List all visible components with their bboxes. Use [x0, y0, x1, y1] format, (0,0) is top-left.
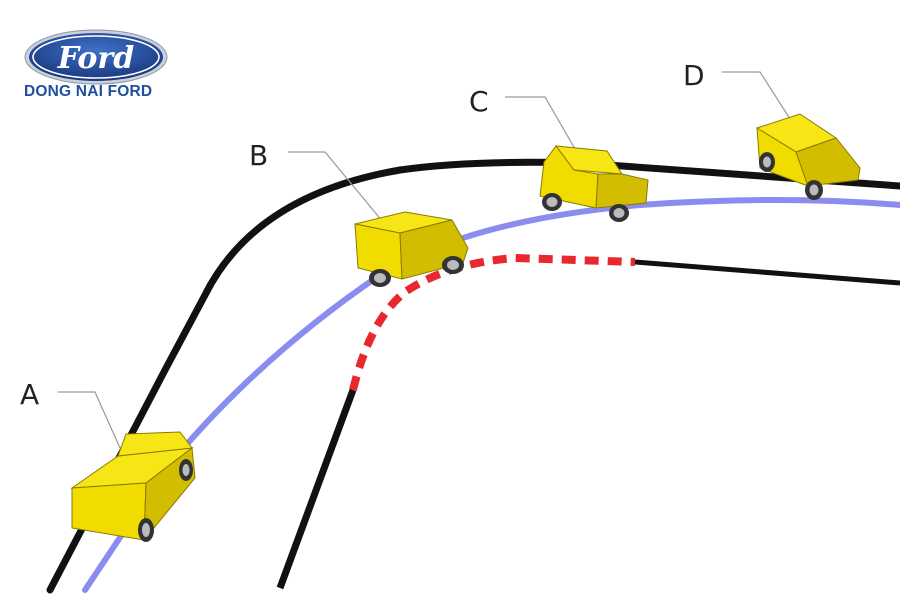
driving-line	[82, 197, 900, 593]
inner-road-edge-lower	[276, 388, 357, 590]
dealer-name: DONG NAI FORD	[24, 83, 153, 100]
leader-line-c	[505, 96, 579, 155]
leader-line-b	[288, 151, 389, 229]
leader-line-a	[58, 391, 121, 449]
car-label-b: B	[249, 139, 269, 172]
inner-road-edge-upper	[634, 259, 900, 286]
leader-line-d	[722, 71, 793, 123]
car-label-d: D	[683, 59, 705, 92]
ford-logo-wordmark: Ford	[57, 41, 134, 76]
car-c	[539, 145, 649, 222]
outer-road-edge	[46, 158, 900, 594]
car-a	[70, 431, 196, 542]
car-label-c: C	[469, 85, 489, 118]
ford-logo: Ford	[24, 29, 168, 85]
car-b	[354, 211, 469, 287]
car-label-a: A	[20, 378, 40, 411]
car-d	[755, 113, 861, 200]
